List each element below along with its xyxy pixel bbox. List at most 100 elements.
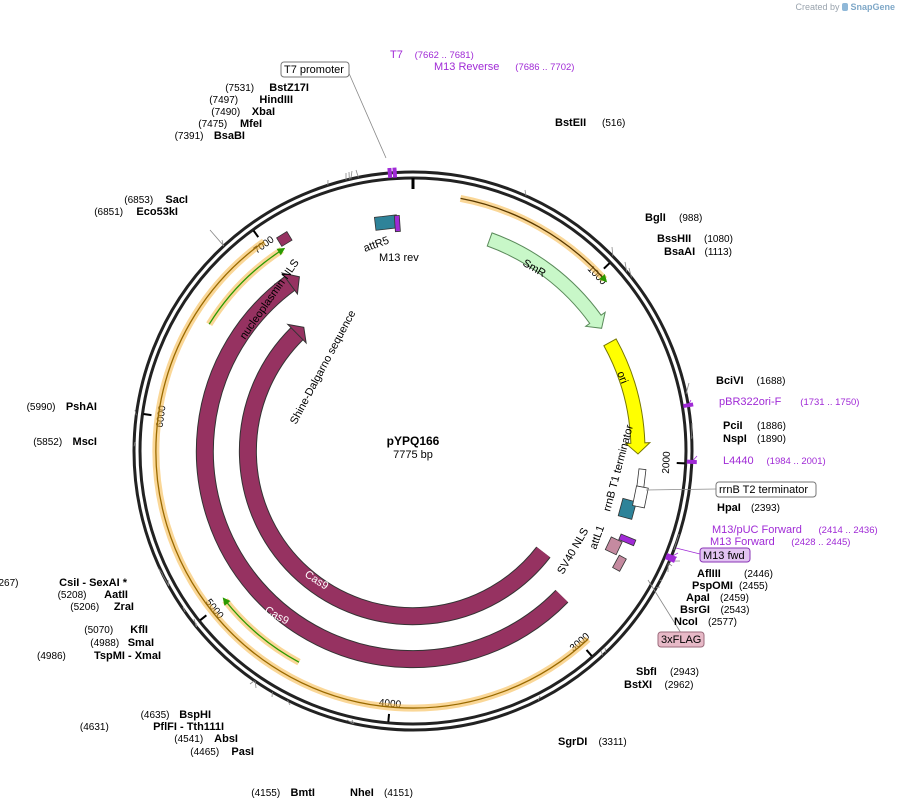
enzyme-site-sgrdi: SgrDI(3311) — [558, 736, 627, 748]
primer-name: M13 Reverse — [434, 61, 499, 73]
primer-range: (2428 .. 2445) — [791, 537, 850, 548]
enzyme-position: (4988) — [90, 638, 119, 649]
enzyme-site-hindiii: HindIII(7497) — [209, 94, 293, 106]
enzyme-name: BsaBI — [214, 130, 245, 142]
svg-text:M13 fwd: M13 fwd — [703, 550, 745, 562]
enzyme-position: (6853) — [124, 195, 153, 206]
leader-bgli — [611, 246, 614, 257]
enzyme-site-pspomi: PspOMI(2455) — [692, 580, 768, 592]
svg-text:3xFLAG: 3xFLAG — [661, 634, 701, 646]
primer-range: (7662 .. 7681) — [415, 50, 474, 61]
enzyme-name: BciVI — [716, 375, 744, 387]
attl1-label: attL1 — [588, 524, 608, 551]
leader-csii-sexai — [157, 567, 163, 575]
leader-ncoi — [656, 586, 661, 589]
cas9-inner-arrow — [239, 328, 550, 625]
enzyme-site-msci: MscI(5852) — [33, 436, 97, 448]
enzyme-position: (7391) — [175, 131, 204, 142]
primer-name: M13 Forward — [710, 536, 775, 548]
leader-bsshii — [624, 261, 628, 272]
rrnb-t2-feature — [636, 468, 647, 488]
enzyme-position: (5267) — [0, 578, 19, 589]
enzyme-position: (2393) — [751, 503, 780, 514]
enzyme-name: BssHII — [657, 233, 691, 245]
enzyme-position: (2459) — [720, 593, 749, 604]
enzyme-site-saci: SacI(6853) — [124, 194, 188, 206]
leader-pflfi-tth111i — [254, 681, 257, 689]
enzyme-position: (2543) — [721, 605, 750, 616]
backbone-outer-ring — [132, 170, 694, 732]
site-labels: BstEII(516) BglI (988) BssHII (1080)BsaAI(11… — [0, 49, 878, 799]
enzyme-site-csii-sexai: CsiI - SexAI * (5267) — [0, 577, 128, 589]
enzyme-site-mfei: MfeI(7475) — [198, 118, 262, 130]
enzyme-name: BsrGI — [680, 604, 710, 616]
leader-kfli — [182, 606, 186, 613]
enzyme-name: PasI — [231, 746, 254, 758]
leader-bsaai — [628, 267, 632, 278]
enzyme-name: MscI — [73, 436, 97, 448]
leader-msci — [133, 441, 136, 447]
enzyme-position: (4986) — [37, 651, 66, 662]
enzyme-name: AatII — [104, 589, 128, 601]
enzyme-site-smai: SmaI(4988) — [90, 637, 154, 649]
enzyme-name: BstEII — [555, 117, 586, 129]
flag-leader — [647, 579, 682, 634]
enzyme-position: (7490) — [211, 107, 240, 118]
enzyme-site-bmti: BmtI(4155) — [251, 787, 315, 799]
enzyme-position: (5070) — [84, 625, 113, 636]
enzyme-site-hpai: HpaI(2393) — [717, 502, 780, 514]
enzyme-name: BglI — [645, 212, 666, 224]
enzyme-name: NheI — [350, 787, 374, 799]
orf-arrow-2 — [222, 597, 300, 663]
snapgene-name: SnapGene — [850, 2, 895, 12]
enzyme-site-bcivi: BciVI (1688) — [716, 375, 785, 387]
leader-pasi — [287, 699, 291, 706]
leader-bsteii — [524, 189, 527, 196]
primer-l4440: L4440(1984 .. 2001) — [686, 455, 826, 467]
enzyme-name: SgrDI — [558, 736, 587, 748]
enzyme-site-bsaai: BsaAI(1113) — [664, 246, 732, 258]
enzyme-position: (1688) — [757, 376, 786, 387]
enzyme-position: (1080) — [704, 234, 733, 245]
enzyme-position: (6851) — [94, 207, 123, 218]
3xflag-box: 3xFLAG — [657, 631, 705, 648]
enzyme-name: MfeI — [240, 118, 262, 130]
sv40-nls-feature — [604, 536, 623, 556]
smr-feature-arrow — [486, 232, 606, 329]
rrnb-t2-leader — [645, 488, 717, 491]
enzyme-position: (988) — [679, 213, 702, 224]
enzyme-site-nspi: NspI(1890) — [723, 433, 786, 445]
sv40-nls-label: SV40 NLS — [555, 526, 591, 576]
tick-label-2000: 2000 — [661, 451, 673, 474]
primer-m13-forward: M13 Forward (2428 .. 2445) — [664, 536, 850, 563]
enzyme-site-bstxi: BstXI(2962) — [624, 679, 693, 691]
plasmid-name: pYPQ166 — [387, 434, 440, 448]
rrnb-t1-feature — [632, 485, 649, 509]
leader-sbfi — [604, 647, 607, 653]
leader-bstz17i — [355, 169, 359, 178]
enzyme-name: PshAI — [66, 401, 97, 413]
enzyme-site-bsteii: BstEII(516) — [555, 117, 625, 129]
enzyme-site-bsrgi: BsrGI (2543) — [680, 604, 749, 616]
leader-lines — [133, 70, 717, 724]
enzyme-position: (1113) — [705, 247, 732, 258]
orf-arrow-3 — [208, 247, 286, 325]
enzyme-position: (4541) — [174, 734, 203, 745]
nucleoplasmin-nls-feature — [276, 231, 293, 247]
enzyme-position: (5208) — [58, 590, 87, 601]
enzyme-site-tspmi-xmai: TspMI - XmaI(4986) — [37, 650, 161, 662]
enzyme-position: (1886) — [757, 421, 786, 432]
m13-fwd-box: M13 fwd — [699, 547, 751, 563]
ori-label: ori — [614, 370, 630, 386]
enzyme-name: CsiI - SexAI * — [59, 577, 128, 589]
enzyme-position: (2577) — [708, 617, 737, 628]
enzyme-name: ZraI — [114, 601, 134, 613]
enzyme-name: HindIII — [259, 94, 293, 106]
enzyme-name: BmtI — [291, 787, 315, 799]
leader-aatii — [161, 573, 169, 586]
enzyme-site-sbfi: SbfI(2943) — [636, 666, 699, 678]
leader-sgrdi — [537, 695, 541, 701]
primer-m13-reverse: M13 Reverse(7686 .. 7702) — [392, 61, 574, 178]
cas9-outer-arrow-outline — [195, 276, 569, 669]
enzyme-site-bsphi: BspHI(4635) — [141, 709, 211, 721]
